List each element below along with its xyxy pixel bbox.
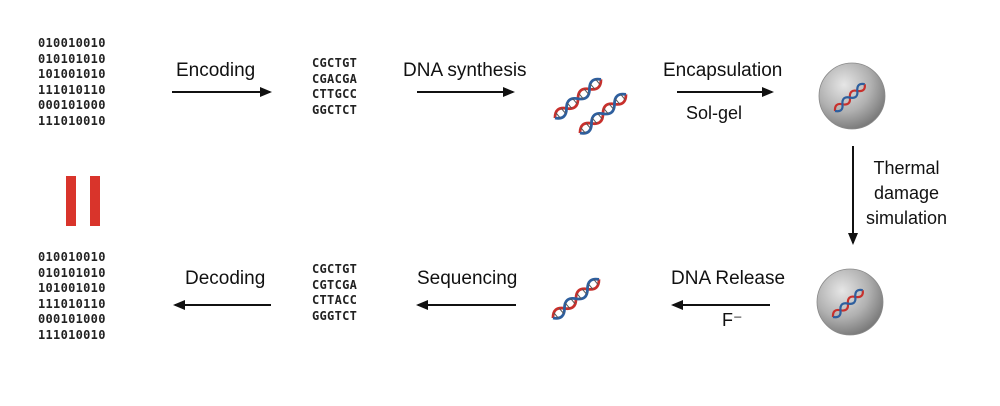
dna-sequenced-block: CGCTGT CGTCGA CTTACC GGGTCT xyxy=(312,262,357,324)
dna-sequence-line: CGTCGA xyxy=(312,277,358,292)
binary-line: 101001010 xyxy=(38,281,106,296)
thermal-line: Thermal xyxy=(873,158,940,178)
step-label-dna-release: DNA Release xyxy=(671,268,786,289)
thermal-line: simulation xyxy=(866,208,948,228)
step-label-sequencing: Sequencing xyxy=(417,268,518,289)
dna-sequence-line: CGCTGT xyxy=(312,262,358,276)
encapsulated-dna-sphere-icon xyxy=(818,62,886,130)
binary-line: 101001010 xyxy=(38,67,106,82)
binary-input-block: 010010010 010101010 101001010 111010110 … xyxy=(38,36,106,130)
binary-line: 010101010 xyxy=(38,51,106,66)
binary-line: 010010010 xyxy=(38,250,106,264)
step-label-encapsulation: Encapsulation xyxy=(663,60,783,81)
equals-sign-bar xyxy=(90,176,100,226)
binary-line: 111010110 xyxy=(38,296,106,311)
step-label-sol-gel: Sol-gel xyxy=(686,103,743,123)
binary-line: 111010110 xyxy=(38,82,106,97)
step-label-encoding: Encoding xyxy=(176,60,256,81)
binary-line: 000101000 xyxy=(38,312,106,327)
step-label-dna-synthesis: DNA synthesis xyxy=(403,60,527,81)
released-dna-helix-icon xyxy=(548,274,604,323)
step-label-decoding: Decoding xyxy=(185,268,266,289)
step-label-thermal-damage: Thermal damage simulation xyxy=(866,156,947,231)
dna-sequence-line: CTTACC xyxy=(312,293,358,308)
damaged-dna-sphere-icon xyxy=(816,268,884,336)
dna-sequence-line: GGGTCT xyxy=(312,308,358,323)
binary-output-block: 010010010 010101010 101001010 111010110 … xyxy=(38,250,106,344)
dna-sequence-line: CTTGCC xyxy=(312,87,358,102)
binary-line: 111010010 xyxy=(38,113,106,128)
dna-sequence-line: CGACGA xyxy=(312,71,358,86)
binary-line: 111010010 xyxy=(38,327,106,342)
dna-encoded-block: CGCTGT CGACGA CTTGCC GGCTCT xyxy=(312,56,357,118)
binary-line: 000101000 xyxy=(38,98,106,113)
binary-line: 010101010 xyxy=(38,265,106,280)
binary-line: 010010010 xyxy=(38,36,106,50)
dna-sequence-line: GGCTCT xyxy=(312,102,358,117)
thermal-line: damage xyxy=(873,183,940,203)
equals-sign-bar xyxy=(66,176,76,226)
dna-sequence-line: CGCTGT xyxy=(312,56,358,70)
step-label-fluoride: F⁻ xyxy=(722,310,743,330)
